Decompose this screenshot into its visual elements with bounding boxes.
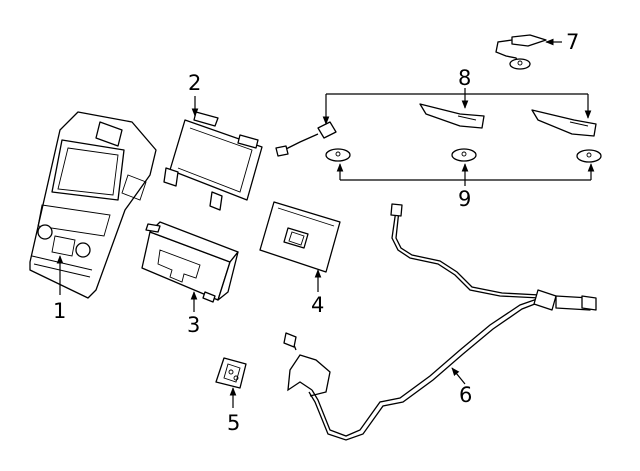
callout-5: 5 xyxy=(227,411,240,435)
callout-2: 2 xyxy=(188,71,201,95)
callout-8: 8 xyxy=(458,66,471,90)
part-2-bracket-module xyxy=(163,111,263,211)
leader-lines xyxy=(56,38,595,408)
callout-4: 4 xyxy=(311,293,324,317)
part-4-control-module xyxy=(259,201,341,273)
part-9-clips xyxy=(325,148,602,163)
part-8-brackets xyxy=(275,103,597,157)
part-1-display-bezel xyxy=(29,111,157,299)
callout-labels: 1 2 3 4 5 6 7 8 9 xyxy=(53,30,579,435)
part-7-cable-fitting xyxy=(495,34,547,70)
part-5-connector xyxy=(215,357,247,389)
callout-9: 9 xyxy=(458,187,471,211)
part-3-receiver-unit xyxy=(141,221,239,303)
callout-6: 6 xyxy=(459,383,472,407)
callout-3: 3 xyxy=(187,313,200,337)
callout-7: 7 xyxy=(566,30,579,54)
callout-1: 1 xyxy=(53,299,66,323)
part-6-wiring-harness xyxy=(283,203,597,441)
